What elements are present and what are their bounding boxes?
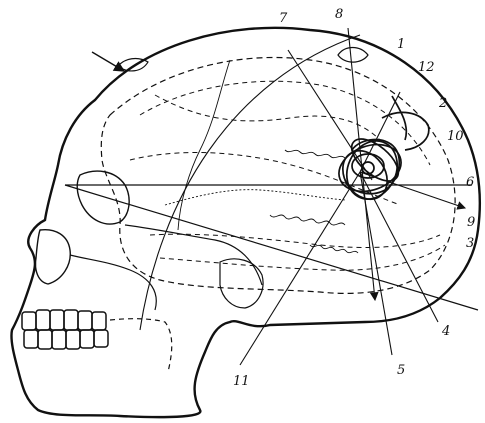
cortex-contour-4 <box>160 245 445 270</box>
arc-reference-line <box>140 35 360 330</box>
vertex-suture-right <box>338 48 368 63</box>
sulcus-wavy-1 <box>285 150 345 158</box>
oblique-reference-line <box>65 185 478 310</box>
vertex-arrow <box>92 52 124 71</box>
label-4: 4 <box>441 324 450 339</box>
brain-outline <box>101 57 455 293</box>
nasal-cavity <box>36 230 71 284</box>
teeth <box>22 310 108 349</box>
cortex-contour-5 <box>155 95 380 140</box>
label-6: 6 <box>466 175 474 190</box>
label-1: 1 <box>397 37 405 52</box>
label-3: 3 <box>466 236 474 251</box>
lateral-sulcus <box>165 190 345 205</box>
central-sulcus <box>178 60 230 230</box>
label-7: 7 <box>279 11 288 26</box>
label-10: 10 <box>447 129 464 144</box>
label-2: 2 <box>438 96 447 111</box>
label-11: 11 <box>233 374 250 389</box>
label-9: 9 <box>467 215 475 230</box>
sulcus-wavy-2 <box>270 215 345 225</box>
label-8: 8 <box>335 7 343 22</box>
skull-outline <box>11 28 479 417</box>
radial-line-7 <box>288 50 372 180</box>
label-12: 12 <box>418 60 435 75</box>
vertex-suture-left <box>118 59 148 71</box>
maxilla-outline <box>70 255 156 310</box>
eye-orbit <box>77 171 129 224</box>
zygomatic-arch <box>125 225 262 285</box>
label-5: 5 <box>397 363 405 378</box>
ear-region <box>220 259 263 308</box>
